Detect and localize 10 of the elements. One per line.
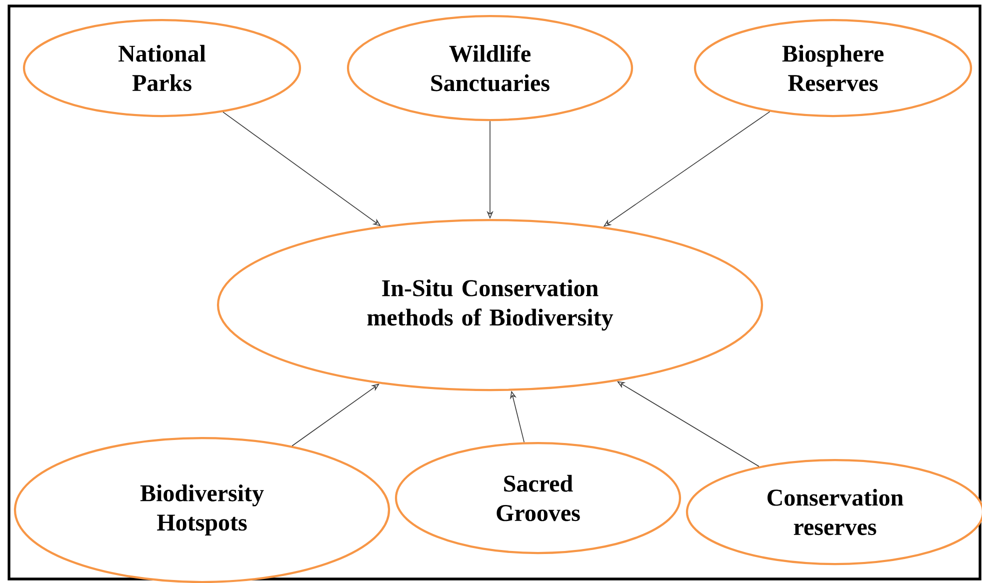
node-label: Biodiversity Hotspots [140, 484, 264, 536]
ellipse-node: In-Situ Conservation methods of Biodiversity [216, 218, 764, 392]
ellipse-node: Sacred Grooves [394, 442, 682, 554]
ellipse-node: Biodiversity Hotspots [14, 436, 390, 583]
node-label: Conservation reserves [768, 488, 904, 536]
ellipse-node: Wildlife Sanctuaries [346, 14, 634, 122]
arrow [617, 381, 760, 467]
ellipse-node: Conservation reserves [686, 458, 982, 566]
ellipse-node: National Parks [22, 18, 302, 118]
ellipse-node: Biosphere Reserves [694, 18, 972, 118]
